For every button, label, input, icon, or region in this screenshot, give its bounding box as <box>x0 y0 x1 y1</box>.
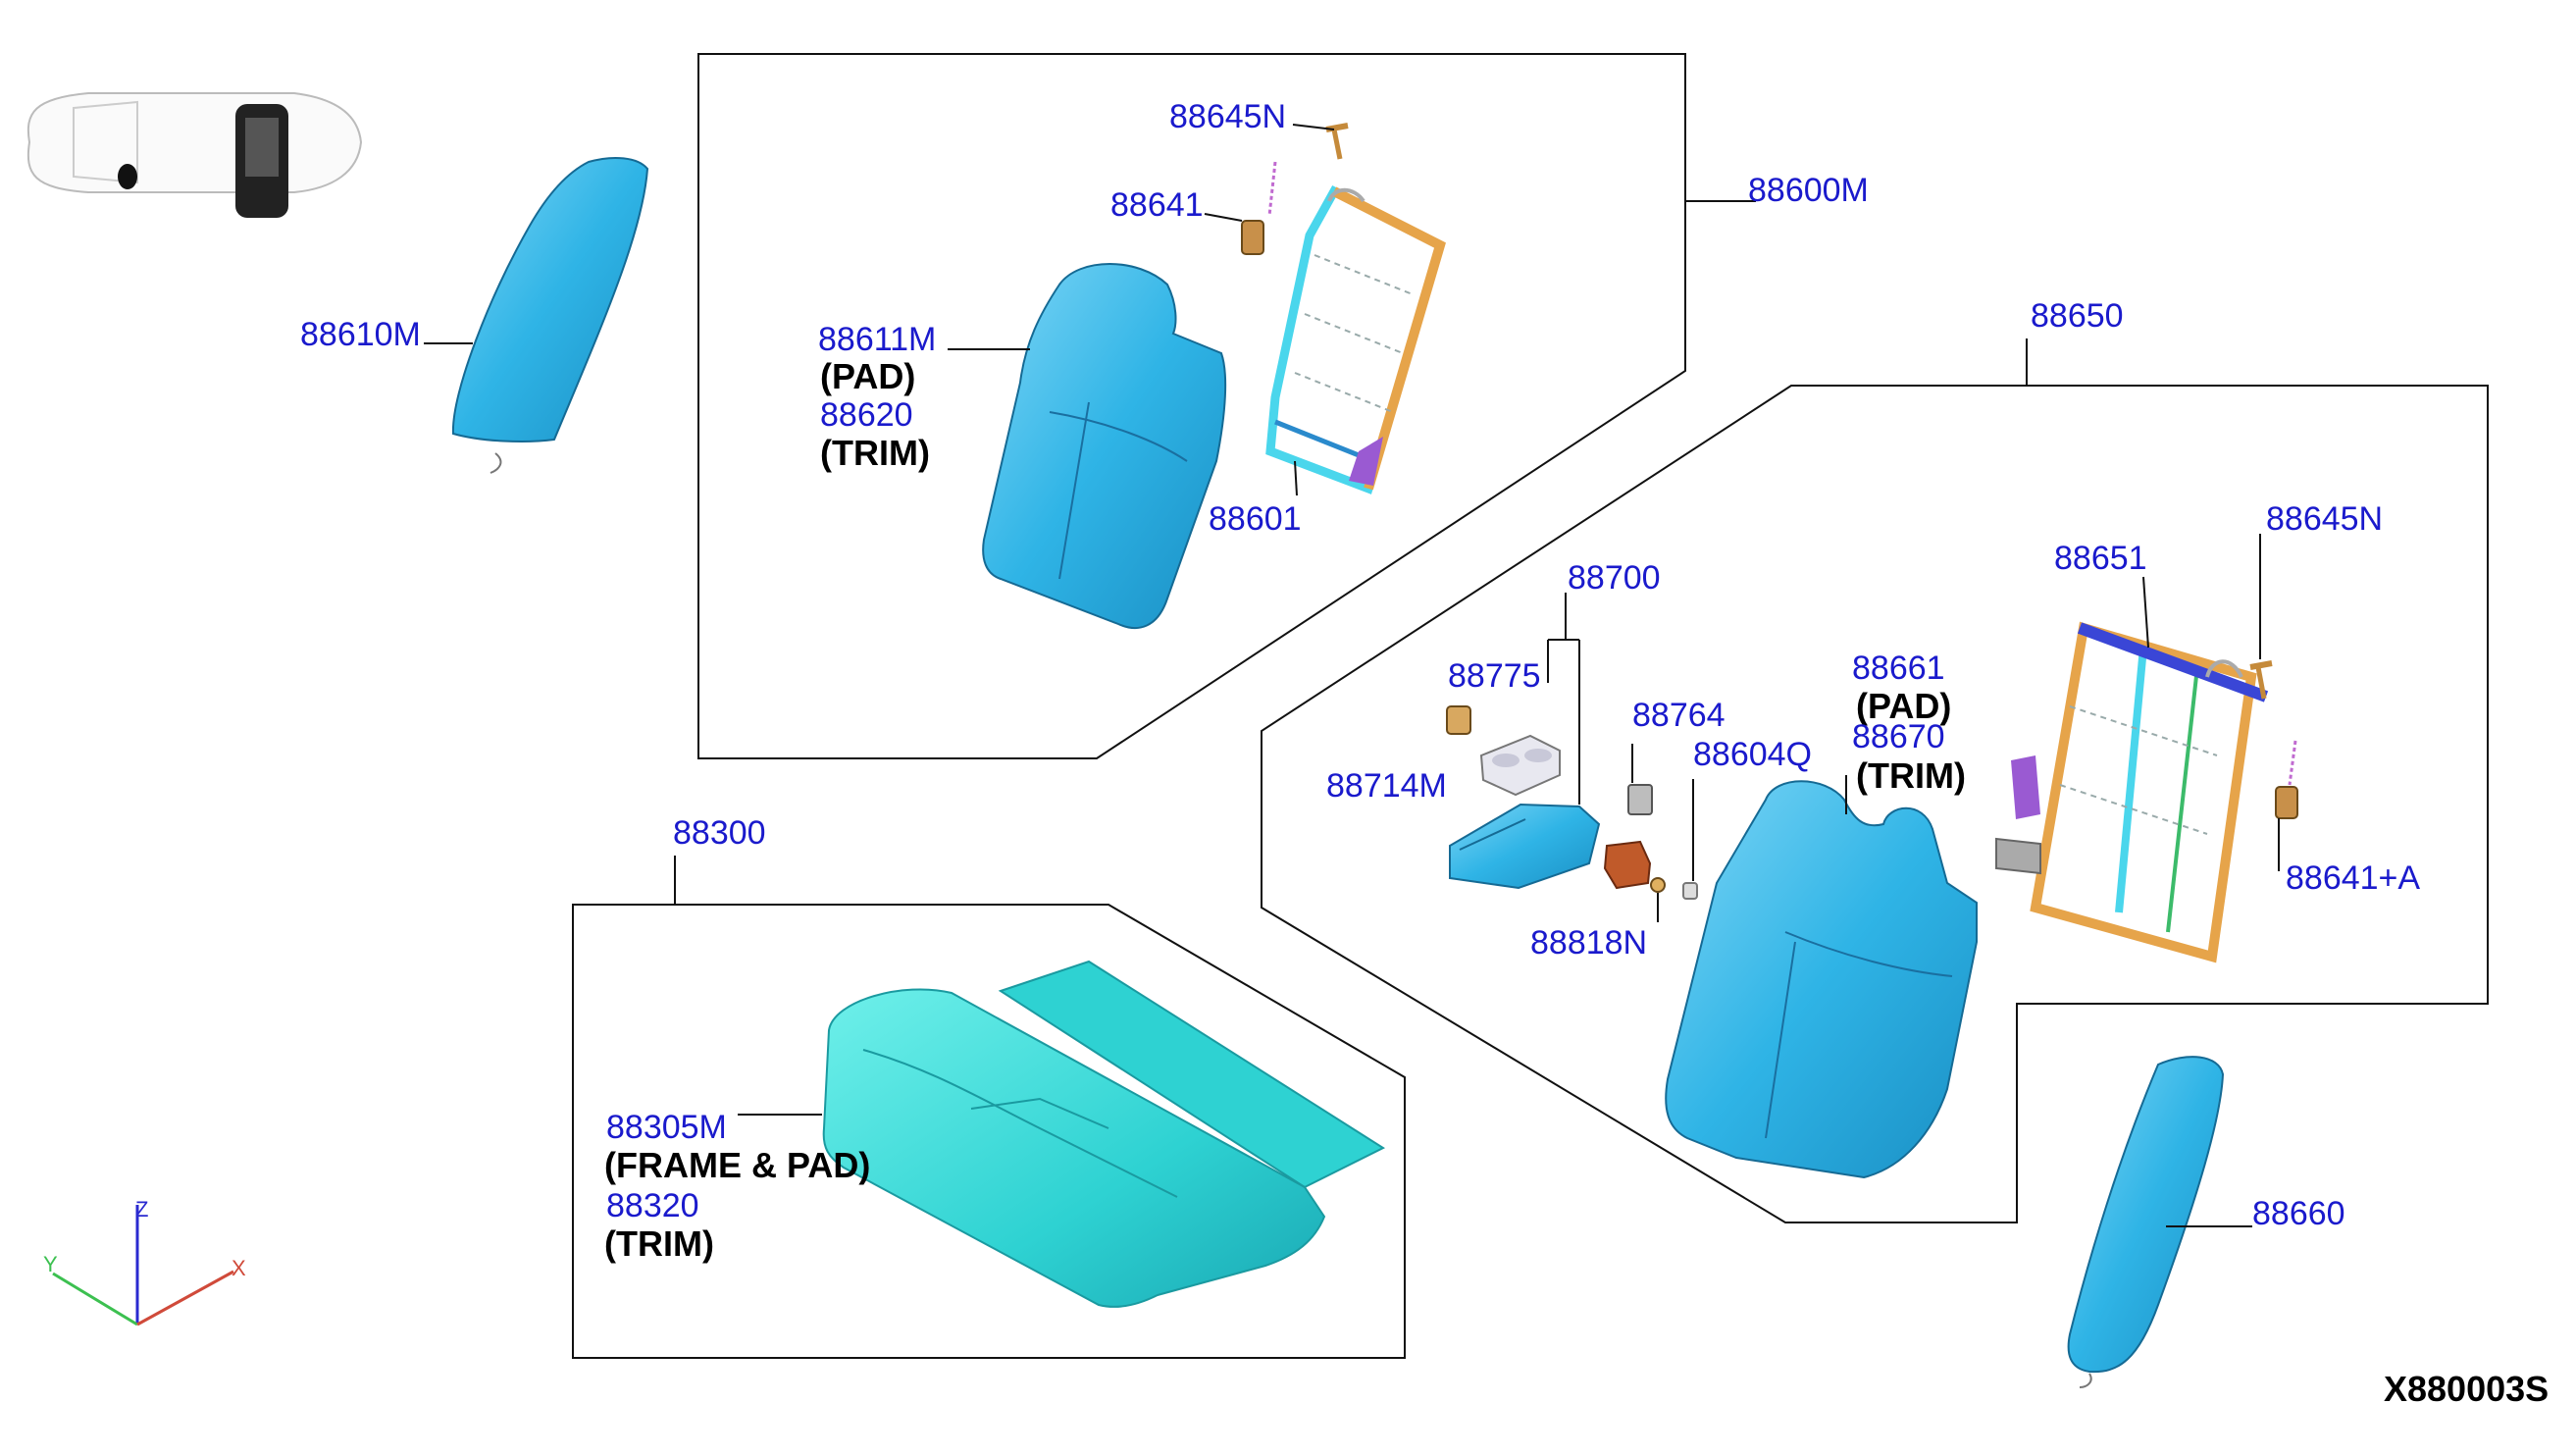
desc-trim-2: (TRIM) <box>1856 755 1966 796</box>
label-88775: 88775 <box>1448 657 1541 695</box>
part-88610M-side-bolster <box>451 157 649 474</box>
desc-trim-3: (TRIM) <box>604 1223 714 1264</box>
label-88650: 88650 <box>2031 297 2124 335</box>
group-88300-frame <box>572 904 1406 1359</box>
axis-x-label: X <box>232 1256 246 1280</box>
label-88714M: 88714M <box>1326 767 1447 805</box>
leader-88700 <box>1547 593 1580 805</box>
label-88620: 88620 <box>820 396 913 434</box>
label-88651: 88651 <box>2054 540 2147 577</box>
label-88700: 88700 <box>1568 559 1661 597</box>
leader-88645N-top <box>1292 124 1335 130</box>
desc-frame-pad: (FRAME & PAD) <box>604 1145 870 1185</box>
label-88818N: 88818N <box>1530 924 1647 962</box>
desc-pad-1: (PAD) <box>820 356 915 396</box>
desc-pad-2: (PAD) <box>1856 686 1951 726</box>
label-88601: 88601 <box>1209 500 1302 538</box>
part-88601-seatback-frame <box>1265 185 1446 494</box>
label-88660: 88660 <box>2252 1195 2345 1232</box>
label-88600M: 88600M <box>1748 172 1869 209</box>
part-88700-armrest <box>1449 803 1601 890</box>
group-88600M-frame <box>697 53 1686 759</box>
part-88641-bracket <box>1241 161 1277 255</box>
group-88650-frame <box>1261 385 2489 1223</box>
part-88818N-hinge <box>1603 840 1666 893</box>
label-88661: 88661 <box>1852 650 1945 687</box>
part-88604Q-clip <box>1682 882 1698 900</box>
part-88764-latch <box>1627 784 1653 815</box>
part-88305M-seat-cushion <box>822 960 1386 1308</box>
label-88645N-top: 88645N <box>1169 98 1286 135</box>
part-88660-side-bolster <box>2067 1056 2225 1388</box>
part-88775-cupholder <box>1479 734 1561 797</box>
leader-88601 <box>1294 460 1298 496</box>
label-88645N-right: 88645N <box>2266 500 2383 538</box>
part-88714M-hinge <box>1446 705 1471 735</box>
label-88641A: 88641+A <box>2286 859 2420 897</box>
label-88611M: 88611M <box>818 321 936 358</box>
vehicle-location-icon <box>26 92 363 218</box>
part-88611M-seatback-pad <box>982 263 1227 629</box>
label-88305M: 88305M <box>606 1109 727 1146</box>
label-88320: 88320 <box>606 1187 699 1224</box>
part-88645N-screw-right <box>2249 660 2273 700</box>
part-88641A-bracket <box>2275 740 2298 819</box>
label-88604Q: 88604Q <box>1693 736 1812 773</box>
label-88670: 88670 <box>1852 718 1945 755</box>
part-88645N-screw-top <box>1325 123 1349 160</box>
axis-z-label: Z <box>135 1197 148 1222</box>
label-88764: 88764 <box>1632 697 1726 734</box>
part-88661-seatback-pad <box>1665 780 1978 1179</box>
axis-triad-icon: Z Y X <box>43 1197 246 1326</box>
desc-trim-1: (TRIM) <box>820 433 930 473</box>
leader-88641 <box>1204 213 1243 222</box>
label-88641: 88641 <box>1110 186 1204 224</box>
label-88300: 88300 <box>673 814 766 852</box>
axis-y-label: Y <box>43 1252 58 1276</box>
diagram-code: X880003S <box>2384 1369 2549 1409</box>
part-88651-seatback-frame <box>1995 621 2269 963</box>
label-88610M: 88610M <box>300 316 421 353</box>
leader-88651 <box>2142 576 2149 649</box>
